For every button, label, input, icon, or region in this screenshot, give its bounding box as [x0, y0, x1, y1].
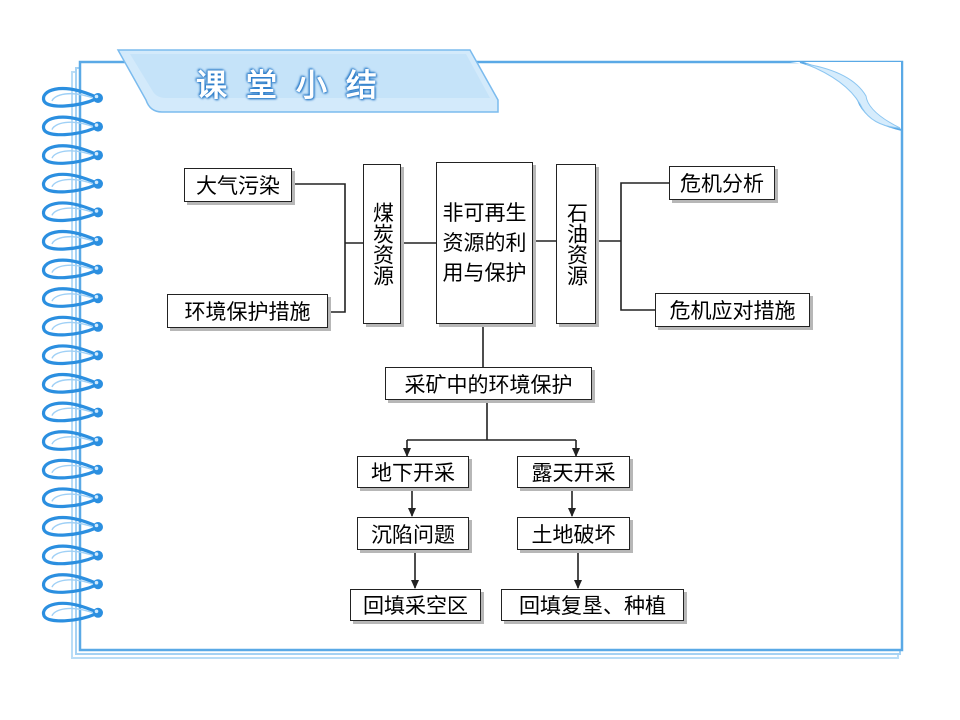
node-backfill: 回填采空区	[350, 589, 481, 621]
node-env-measures: 环境保护措施	[167, 294, 328, 328]
spiral-ring	[41, 344, 103, 365]
node-underground: 地下开采	[357, 456, 469, 488]
node-reclaim: 回填复垦、种植	[501, 589, 684, 621]
spiral-ring	[41, 373, 103, 394]
spiral-ring	[41, 544, 103, 566]
node-coal: 煤炭资源	[363, 164, 401, 324]
node-air-pollution: 大气污染	[184, 168, 292, 202]
node-crisis-measures: 危机应对措施	[655, 293, 810, 327]
node-open-pit: 露天开采	[517, 456, 630, 488]
spiral-ring	[41, 487, 103, 508]
spiral-ring	[41, 516, 103, 537]
node-mining-protection: 采矿中的环境保护	[385, 367, 592, 400]
node-oil: 石油资源	[556, 164, 596, 324]
spiral-ring	[41, 115, 103, 137]
spiral-ring	[41, 287, 103, 308]
spiral-ring	[41, 573, 103, 594]
page	[78, 60, 904, 652]
spiral-ring	[41, 258, 103, 280]
spiral-ring	[41, 458, 103, 480]
spiral-binding	[41, 87, 103, 623]
spiral-ring	[41, 401, 103, 423]
page-title: 课堂小结	[196, 68, 396, 104]
spiral-ring	[41, 430, 103, 451]
spiral-ring	[41, 315, 103, 337]
node-land-damage: 土地破坏	[517, 517, 630, 550]
spiral-ring	[41, 230, 103, 251]
spiral-ring	[41, 172, 103, 194]
node-center: 非可再生资源的利用与保护	[436, 162, 533, 324]
spiral-ring	[41, 144, 103, 165]
spiral-ring	[41, 87, 103, 108]
spiral-ring	[41, 201, 103, 222]
node-subsidence: 沉陷问题	[357, 517, 469, 550]
spiral-ring	[41, 601, 103, 623]
node-crisis-analysis: 危机分析	[669, 166, 775, 200]
